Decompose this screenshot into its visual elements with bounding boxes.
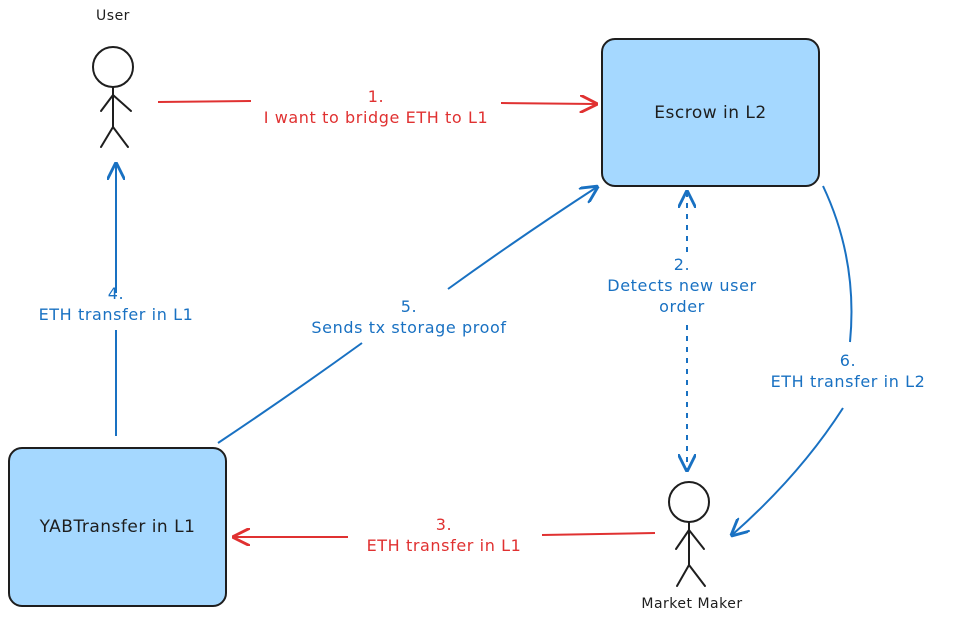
yab-transfer-box: YABTransfer in L1 (8, 447, 227, 607)
step-5-text: Sends tx storage proof (311, 318, 507, 337)
step-2-label: 2. Detects new user order (582, 254, 782, 317)
step-5-label: 5. Sends tx storage proof (284, 296, 534, 338)
market-maker-label: Market Maker (641, 596, 743, 612)
step-3-number: 3. (435, 515, 453, 534)
step-6-number: 6. (839, 351, 857, 370)
step-4-text: ETH transfer in L1 (38, 305, 194, 324)
user-label: User (96, 8, 130, 24)
step-3-text: ETH transfer in L1 (366, 536, 522, 555)
market-maker-figure-icon (668, 481, 710, 587)
user-figure-icon (92, 46, 134, 148)
step-4-label: 4. ETH transfer in L1 (21, 283, 211, 325)
step-2-text-line1: Detects new user (607, 276, 757, 295)
step-6-text: ETH transfer in L2 (770, 372, 926, 391)
step-2-text-line2: order (659, 297, 705, 316)
step-4-number: 4. (107, 284, 125, 303)
arrow-1-user-to-escrow (157, 101, 596, 104)
step-1-number: 1. (367, 87, 385, 106)
step-1-text: I want to bridge ETH to L1 (263, 108, 489, 127)
step-1-label: 1. I want to bridge ETH to L1 (246, 86, 506, 128)
step-3-label: 3. ETH transfer in L1 (344, 514, 544, 556)
escrow-box: Escrow in L2 (601, 38, 820, 187)
step-2-number: 2. (673, 255, 691, 274)
step-5-number: 5. (400, 297, 418, 316)
arrow-6-escrow-to-market-maker (732, 185, 853, 535)
arrow-5-yab-to-escrow (217, 187, 597, 444)
step-6-label: 6. ETH transfer in L2 (746, 350, 950, 392)
arrow-3-market-maker-to-yab (234, 533, 656, 537)
